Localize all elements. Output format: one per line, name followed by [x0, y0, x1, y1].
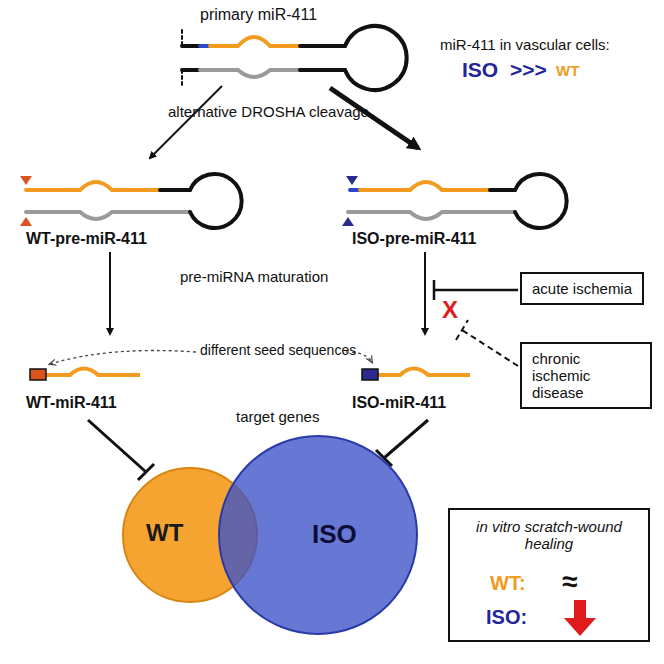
process-label: pre-miRNA maturation — [180, 268, 328, 285]
result-box: in vitro scratch-wound healingWT: ≈ ISO: — [448, 508, 650, 642]
note-label: different seed sequences — [200, 342, 356, 358]
node-text: chronic ischemic disease — [532, 350, 640, 401]
dashed-inhibition — [456, 320, 518, 366]
maturation-arrow — [424, 252, 426, 334]
cross-mark: X — [440, 296, 460, 324]
node-text: WT: — [490, 572, 526, 595]
node-text: ISO: — [486, 606, 527, 629]
dotted-arrow — [50, 351, 196, 365]
venn-circle: ISO — [218, 435, 418, 635]
iso-pre-hairpin — [342, 174, 567, 228]
note-label: miR-411 in vascular cells: — [440, 36, 610, 53]
cleavage-arrow — [150, 86, 222, 158]
note-label: target genes — [236, 408, 319, 425]
node-text: ISO — [312, 519, 357, 550]
iso-mature — [362, 369, 470, 381]
maturation-arrow — [109, 252, 111, 334]
iso-label: ISO — [462, 58, 498, 82]
node-text: acute ischemia — [532, 280, 632, 297]
node-text: ≈ — [562, 566, 577, 598]
hairpin-label: ISO-pre-miR-411 — [352, 230, 476, 248]
condition-box: acute ischemia — [520, 272, 644, 305]
process-label: alternative DROSHA cleavage — [168, 103, 369, 120]
condition-box: chronic ischemic disease — [520, 342, 652, 409]
primary-hairpin — [182, 26, 407, 90]
down-arrow — [564, 600, 596, 636]
wt-pre-hairpin — [20, 174, 242, 228]
node-text: in vitro scratch-wound healing — [460, 518, 638, 552]
mirna-label: ISO-miR-411 — [352, 394, 446, 412]
mirna-label: WT-miR-411 — [26, 394, 117, 412]
ratio-symbol: >>> — [510, 58, 547, 82]
wt-mature — [30, 369, 140, 381]
wt-label: WT — [556, 62, 579, 79]
down-arrow-icon — [562, 598, 602, 638]
inhibition-line — [88, 420, 154, 480]
title-label: primary miR-411 — [200, 6, 317, 24]
node-text: WT — [146, 519, 183, 547]
hairpin-label: WT-pre-miR-411 — [26, 230, 147, 248]
